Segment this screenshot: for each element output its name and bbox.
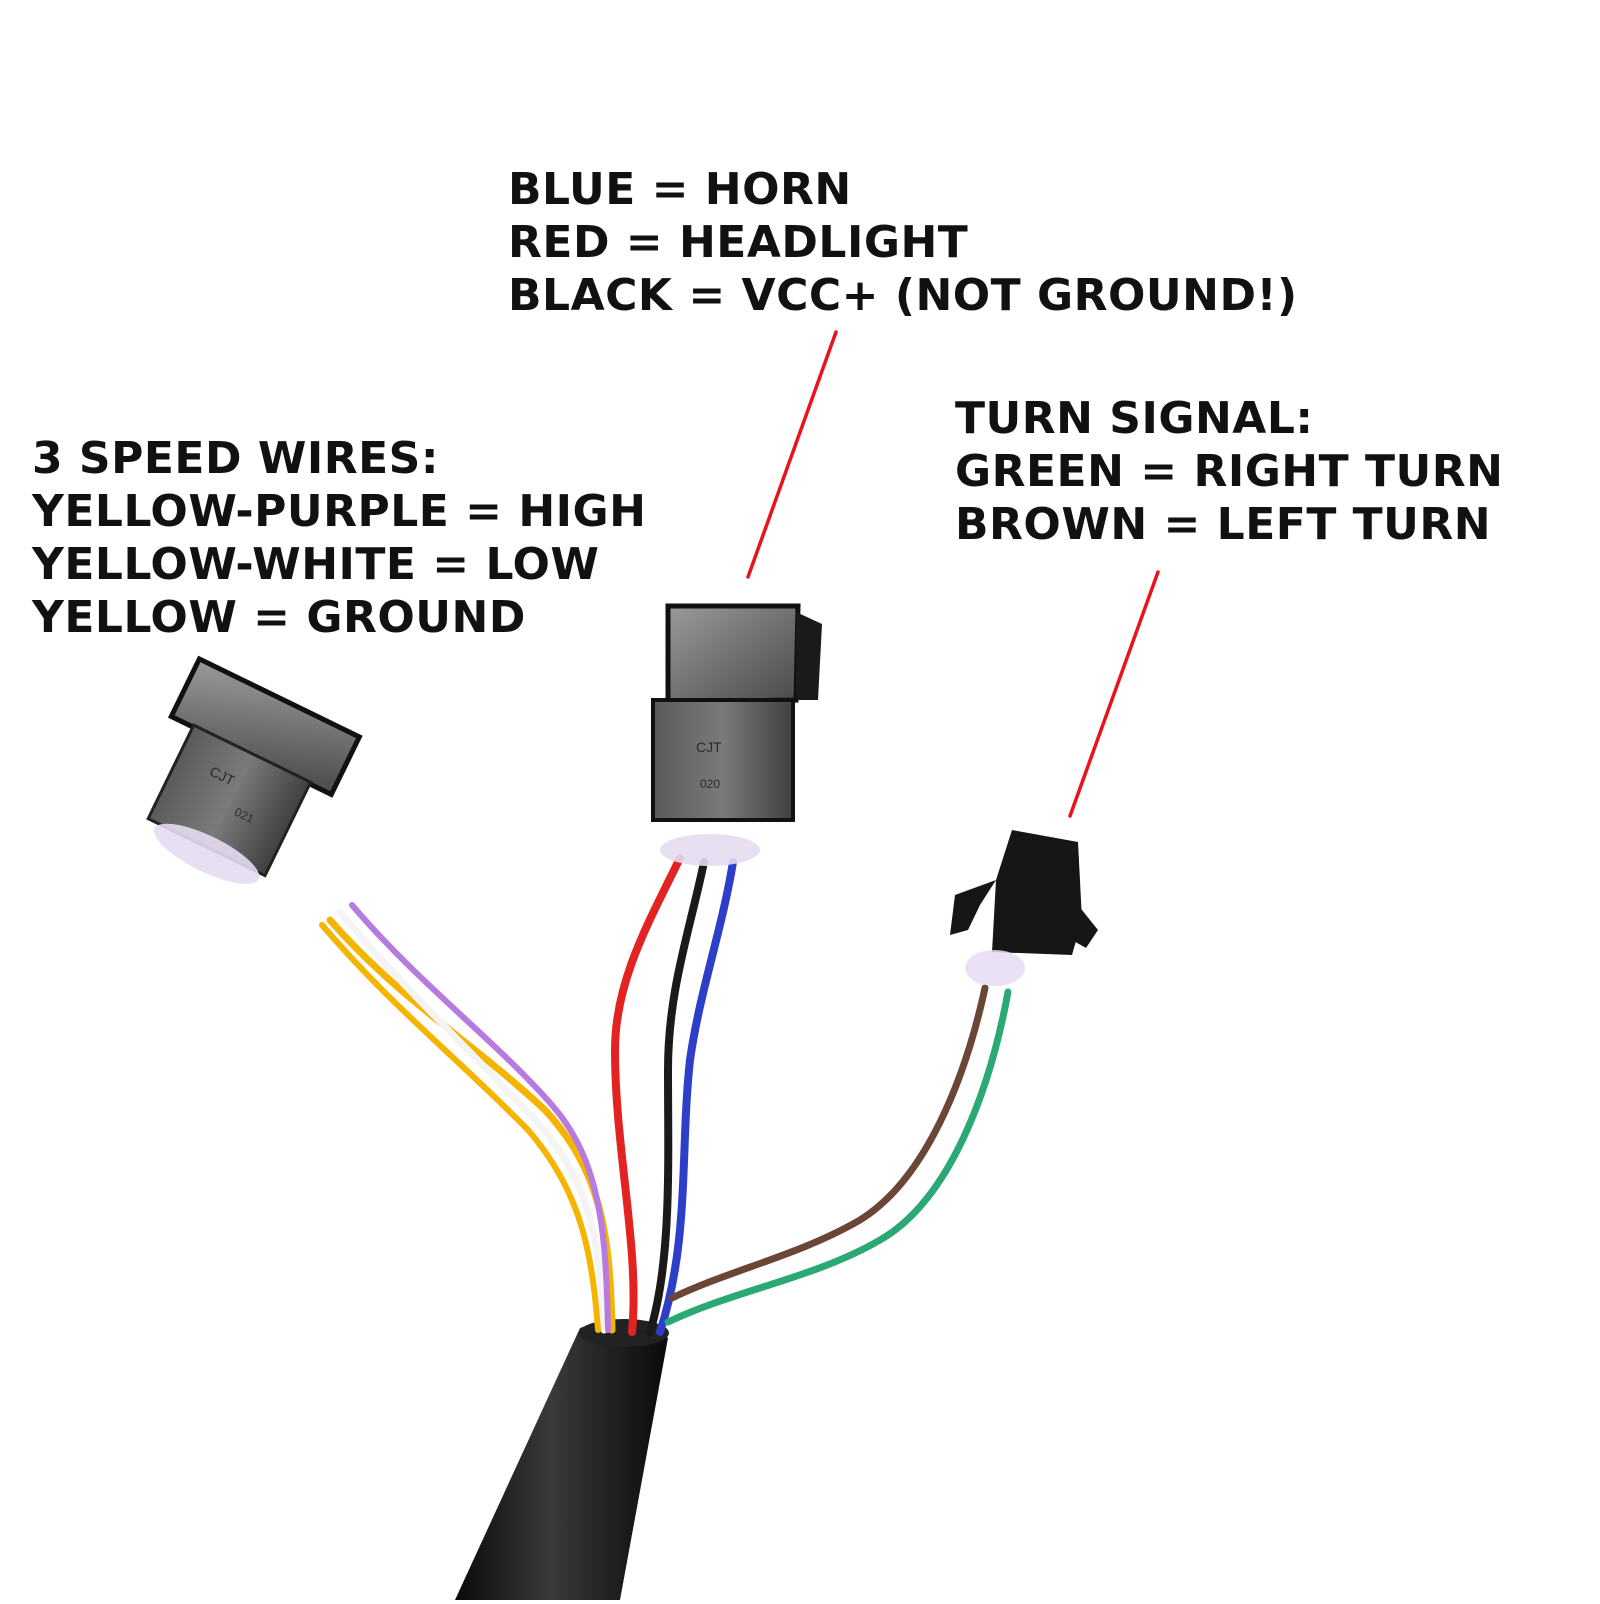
speed-ground-line: YELLOW = GROUND	[32, 592, 526, 643]
white-wire	[336, 908, 608, 1334]
turn-signal-connector	[950, 830, 1098, 986]
black-wire	[646, 858, 708, 1336]
main-cable	[455, 1319, 669, 1600]
speed-connector: CJT 021	[146, 655, 363, 884]
callout-lines	[746, 330, 1160, 818]
speed-high-line: YELLOW-PURPLE = HIGH	[32, 486, 647, 537]
green-wire	[664, 988, 1012, 1326]
handlebar-wires	[610, 854, 737, 1336]
handlebar-wires-label: BLUE = HORN RED = HEADLIGHT BLACK = VCC+…	[508, 163, 1298, 322]
brown-wire	[668, 984, 989, 1302]
turn-callout-line	[1068, 570, 1160, 818]
headlight-line: RED = HEADLIGHT	[508, 217, 969, 268]
speed-wires	[319, 902, 616, 1334]
purple-wire	[349, 902, 611, 1333]
red-wire	[610, 854, 684, 1336]
blue-wire	[656, 858, 737, 1336]
speed-wires-title: 3 SPEED WIRES:	[32, 433, 439, 484]
speed-low-line: YELLOW-WHITE = LOW	[32, 539, 600, 590]
handlebar-connector: CJT 020	[651, 603, 822, 866]
handlebar-connector-mark-2: 020	[700, 777, 720, 791]
yellow-wire-2	[319, 922, 601, 1333]
speed-wires-label: 3 SPEED WIRES: YELLOW-PURPLE = HIGH YELL…	[32, 432, 646, 644]
vcc-line: BLACK = VCC+ (NOT GROUND!)	[508, 270, 1298, 321]
right-turn-line: GREEN = RIGHT TURN	[955, 446, 1504, 497]
turn-signal-label: TURN SIGNAL: GREEN = RIGHT TURN BROWN = …	[955, 392, 1503, 551]
turn-signal-wires	[664, 984, 1012, 1326]
handlebar-callout-line	[746, 330, 838, 579]
turn-signal-title: TURN SIGNAL:	[955, 393, 1314, 444]
left-turn-line: BROWN = LEFT TURN	[955, 499, 1492, 550]
handlebar-connector-mark-1: CJT	[696, 739, 722, 755]
horn-line: BLUE = HORN	[508, 164, 852, 215]
